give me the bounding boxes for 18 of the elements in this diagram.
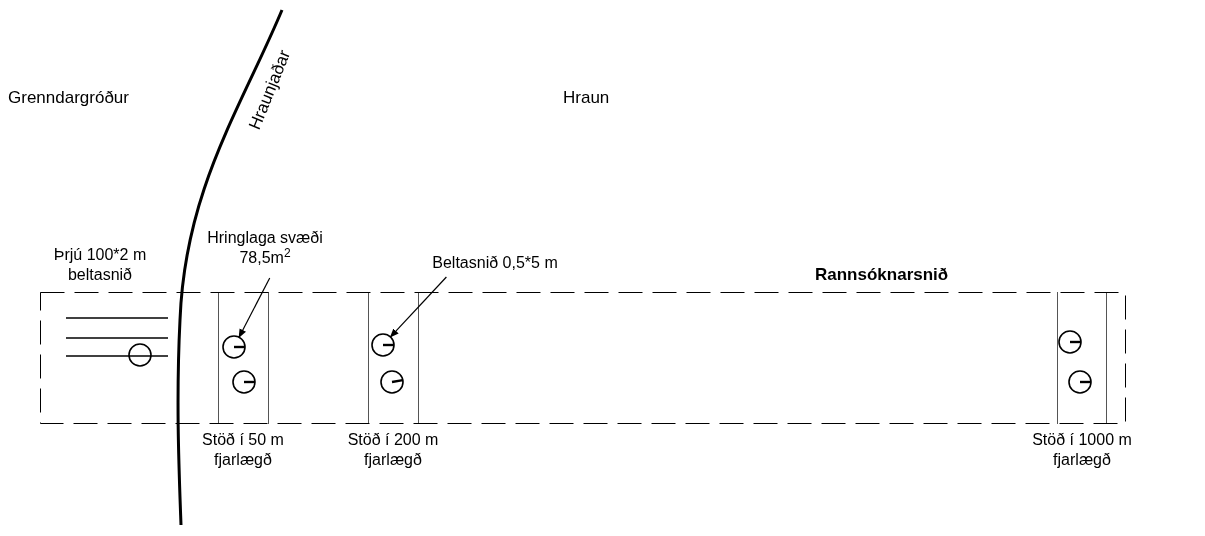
station-label: Stöð í 200 m fjarlægð: [346, 430, 440, 470]
belt-transect-label: Þrjú 100*2 m beltasnið: [52, 245, 148, 285]
callout-text: Beltasnið 0,5*5 m: [405, 253, 585, 275]
sample-plot-circle: [232, 370, 256, 394]
leader-arrow: [389, 276, 447, 338]
sample-plot-circle: [1058, 330, 1082, 354]
vegetation-label: Grenndargróður: [8, 88, 129, 108]
station-label: Stöð í 50 m fjarlægð: [201, 430, 285, 470]
leader-arrow: [238, 277, 271, 339]
callout-text: Hringlaga svæði 78,5m$^{2}$: [206, 228, 324, 276]
station-label: Stöð í 1000 m fjarlægð: [1031, 430, 1133, 470]
sample-plot-circle: [371, 333, 395, 357]
sample-plot-circle: [1068, 370, 1092, 394]
sample-plot-circle: [380, 370, 404, 394]
transect-heading: Rannsóknarsnið: [815, 264, 949, 286]
lava-label: Hraun: [563, 88, 610, 108]
sample-plot-circle: [128, 343, 152, 367]
sample-plot-circle: [222, 335, 246, 359]
